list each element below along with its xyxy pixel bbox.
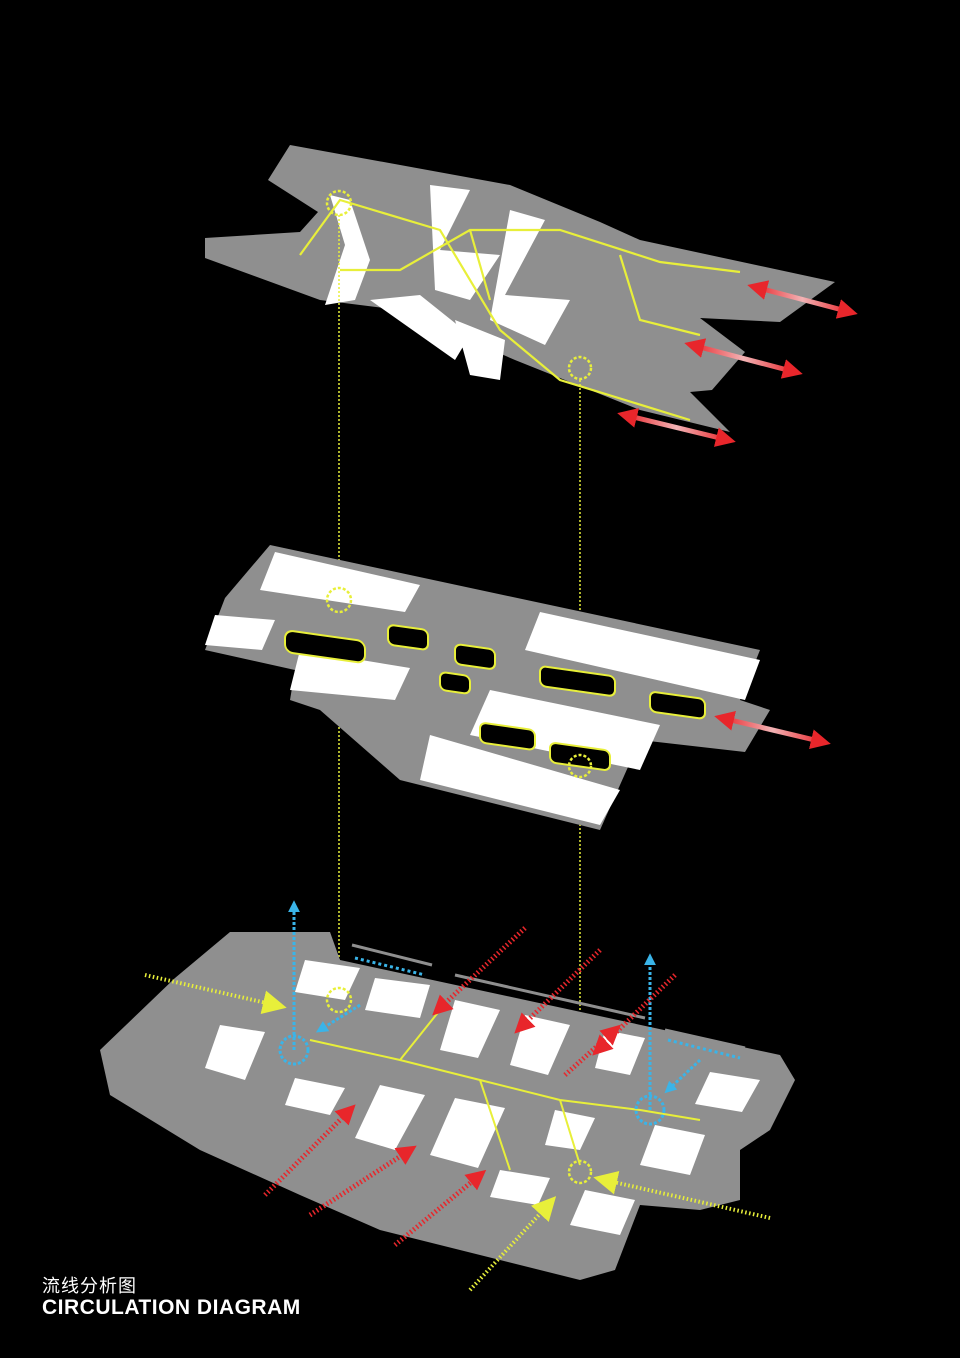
caption-title-chinese: 流线分析图 bbox=[42, 1276, 137, 1297]
caption-title-english: CIRCULATION DIAGRAM bbox=[42, 1296, 301, 1319]
middle-deck-block-a bbox=[260, 552, 420, 612]
upper-deck-link-arrow-3 bbox=[617, 408, 736, 447]
upper-deck-path bbox=[299, 198, 741, 422]
upper-deck-block-d bbox=[370, 295, 470, 360]
middle-deck-block-e bbox=[470, 690, 660, 770]
vertical-flow-arrows bbox=[288, 900, 702, 1110]
upper-deck-block-c bbox=[490, 210, 570, 345]
middle-deck-link-arrow bbox=[714, 711, 831, 749]
ground-vertical-node-left bbox=[278, 1034, 310, 1066]
ground-path bbox=[309, 1009, 701, 1171]
middle-deck-node-right bbox=[567, 753, 593, 779]
middle-deck-block-b bbox=[205, 615, 275, 650]
middle-deck-block-d bbox=[525, 612, 760, 700]
ground-slab bbox=[100, 932, 795, 1280]
ground-node-right bbox=[567, 1159, 593, 1185]
middle-deck-voids bbox=[284, 624, 706, 771]
ground-vertical-node-right bbox=[634, 1094, 666, 1126]
upper-deck-node-left bbox=[325, 189, 353, 217]
upper-deck-link-arrow-2 bbox=[684, 338, 803, 379]
upper-deck-block-a bbox=[325, 195, 370, 305]
upper-deck-node-right bbox=[567, 355, 593, 381]
upper-deck-block-e bbox=[455, 320, 505, 380]
middle-deck-block-c bbox=[290, 650, 410, 700]
pedestrian-approach-arrows bbox=[144, 973, 771, 1292]
ground-blocks bbox=[205, 960, 760, 1235]
external-approach-arrows bbox=[263, 926, 677, 1247]
middle-deck bbox=[205, 545, 831, 830]
middle-deck-node-left bbox=[325, 586, 353, 614]
upper-deck-slab bbox=[205, 145, 835, 432]
ground-level bbox=[100, 900, 795, 1292]
middle-deck-block-f bbox=[420, 735, 620, 825]
upper-deck bbox=[205, 145, 858, 447]
ground-node-left bbox=[325, 986, 353, 1014]
upper-deck-link-arrow-1 bbox=[747, 280, 858, 319]
